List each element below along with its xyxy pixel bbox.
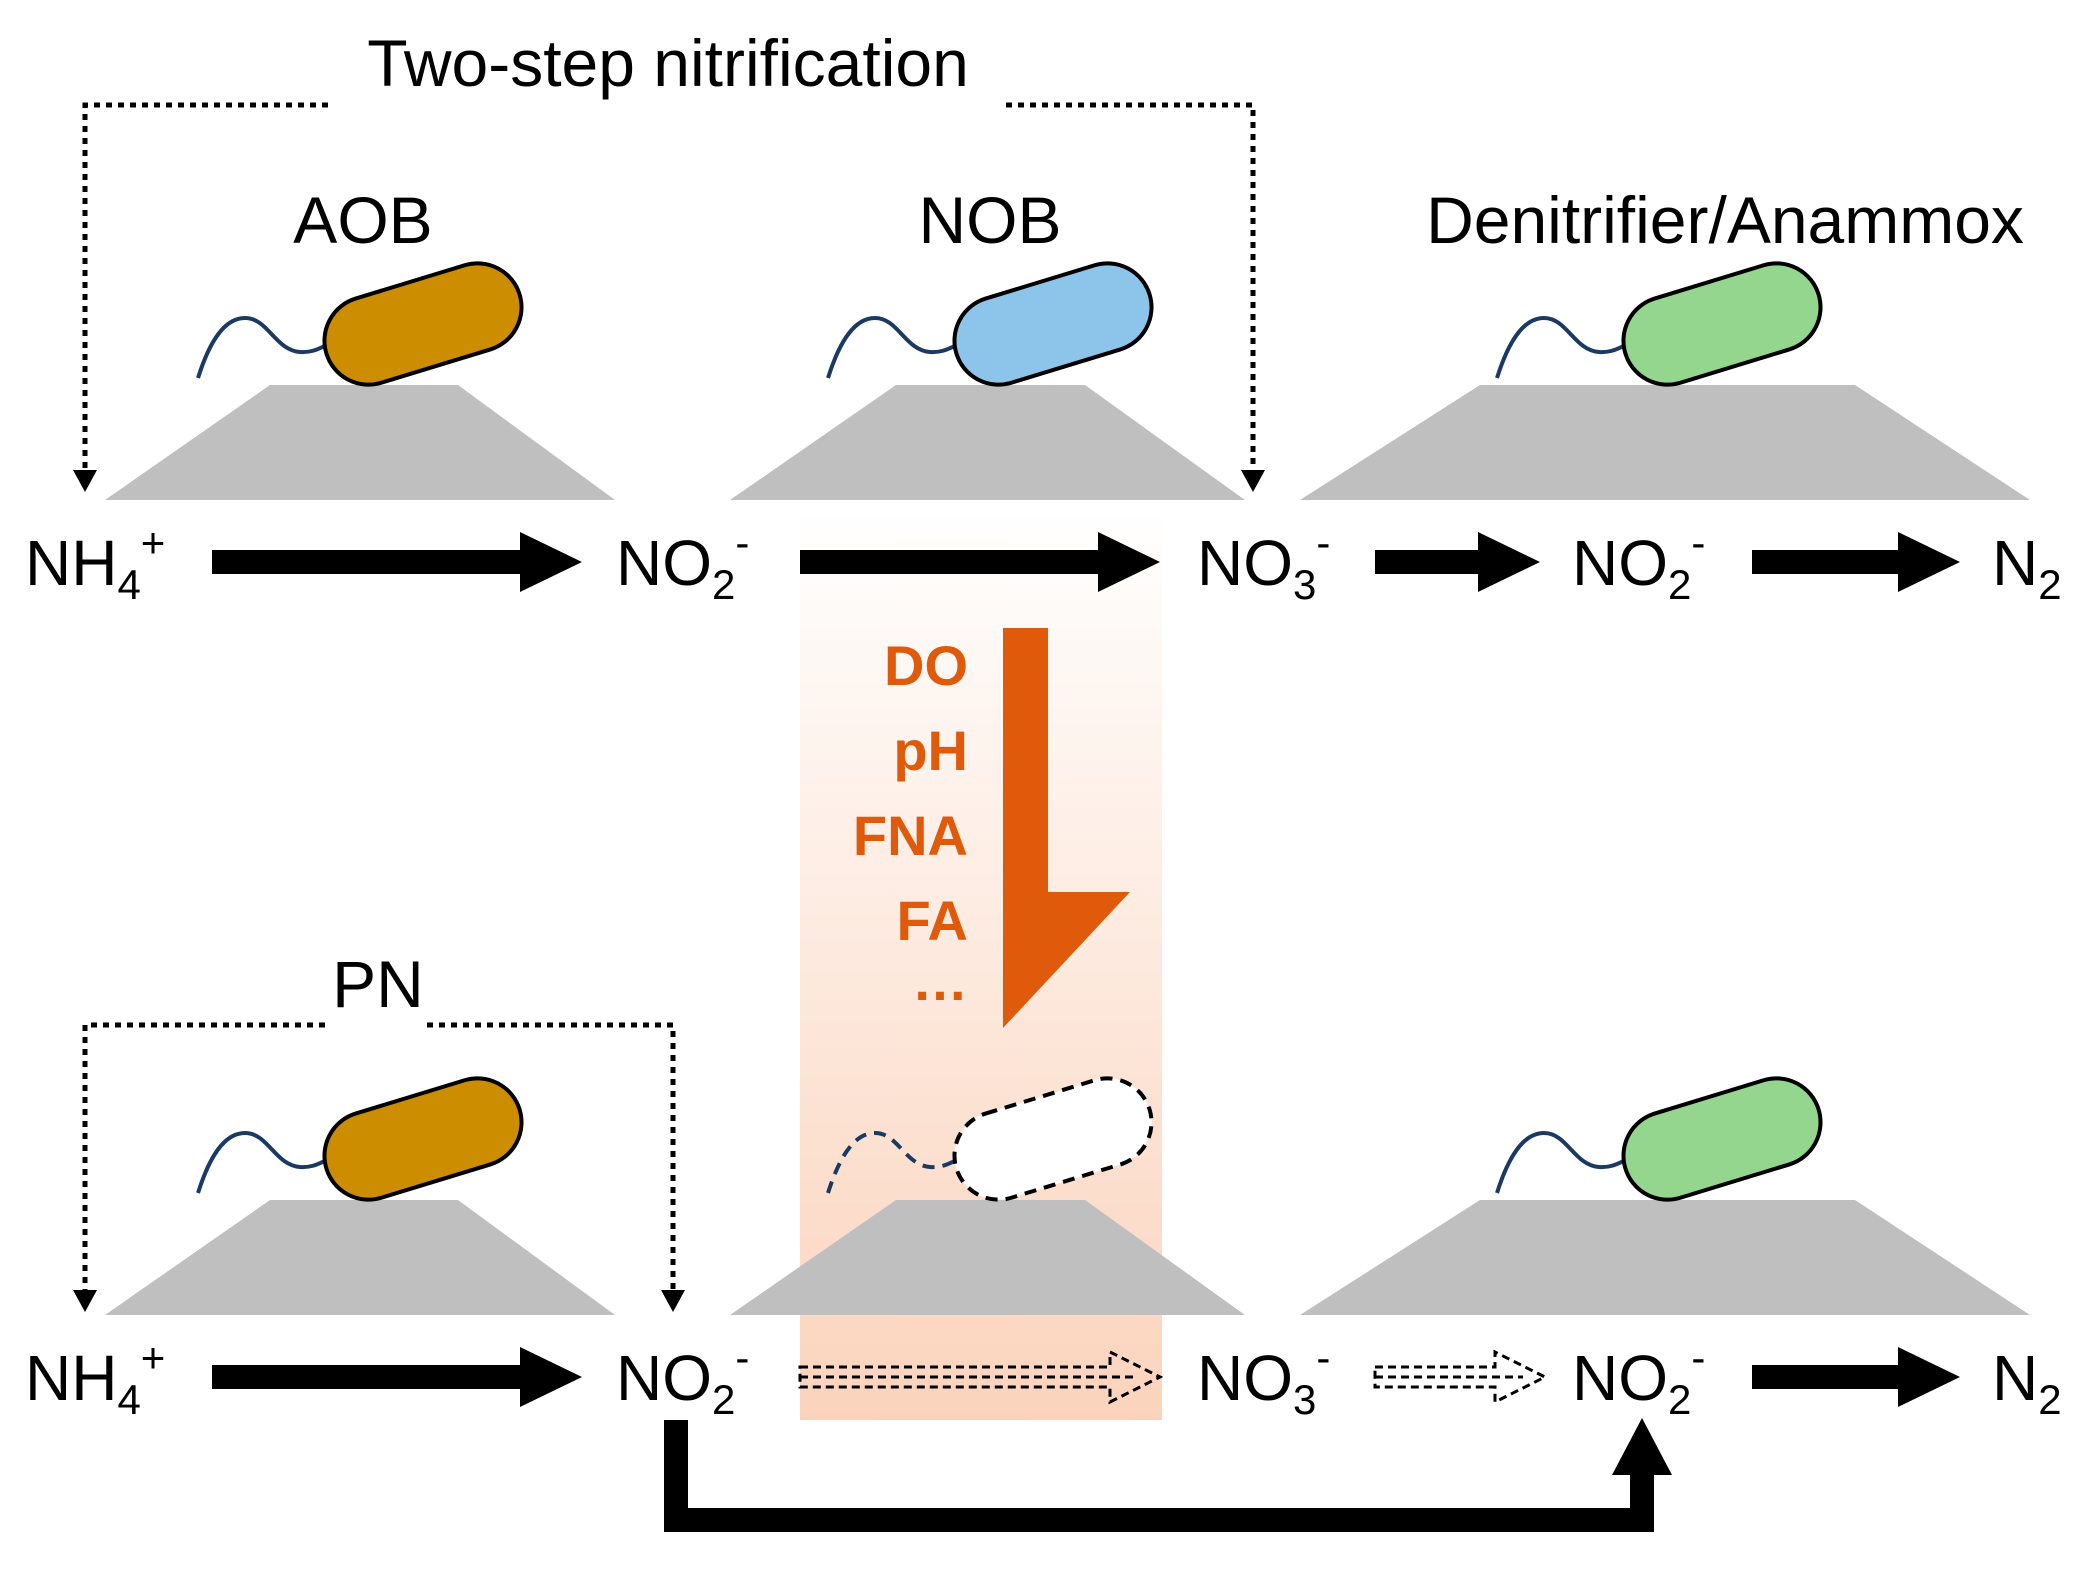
inhibition-arrow [1003, 628, 1130, 1028]
arrow-nitrite-to-nitrate-top [800, 532, 1160, 592]
bracket-arrowhead-right [1241, 470, 1265, 492]
blocked-arrow-nitrate-to-nitrite [1373, 1349, 1549, 1405]
bottom-nitrite-2: NO2- [1572, 1334, 1705, 1423]
support-denitrifier-bottom [1300, 1200, 2030, 1315]
pn-arrowhead-right [661, 1290, 685, 1312]
blocked-arrow-nitrite-to-nitrate [798, 1349, 1164, 1405]
factor-do: DO [884, 634, 968, 697]
arrow-ammonium-to-nitrite-bottom [212, 1347, 582, 1407]
pn-arrowhead-left [73, 1290, 97, 1312]
top-nitrite-2: NO2- [1572, 519, 1705, 608]
aob-bacterium-icon-bottom [196, 1076, 524, 1202]
aob-bacterium-icon [196, 261, 524, 387]
top-dinitrogen: N2 [1992, 527, 2062, 608]
bottom-nitrate: NO3- [1197, 1334, 1330, 1423]
nitrite-bypass-arrow [664, 1420, 1654, 1532]
aob-label: AOB [293, 183, 432, 257]
denitrifier-anammox-label: Denitrifier/Anammox [1426, 183, 2024, 257]
support-aob-bottom [105, 1200, 615, 1315]
support-denitrifier-top [1300, 385, 2030, 500]
denitrifier-bacterium-icon-bottom [1495, 1076, 1823, 1202]
factor-ph: pH [893, 719, 968, 782]
bottom-nitrite: NO2- [616, 1334, 749, 1423]
arrow-nitrite-to-dinitrogen-bottom [1752, 1347, 1960, 1407]
factor-fna: FNA [853, 804, 968, 867]
nob-bacterium-icon [826, 261, 1154, 387]
two-step-nitrification-label: Two-step nitrification [367, 26, 969, 100]
inhibited-nob-bacterium-icon [826, 1076, 1154, 1202]
nob-label: NOB [918, 183, 1061, 257]
top-nitrate: NO3- [1197, 519, 1330, 608]
arrow-ammonium-to-nitrite-top [212, 532, 582, 592]
two-step-nitrification-bracket [82, 102, 1256, 480]
arrow-nitrite-to-dinitrogen-top [1752, 532, 1960, 592]
top-ammonium: NH4+ [25, 519, 165, 608]
pn-label: PN [332, 947, 424, 1021]
arrow-nitrate-to-nitrite-top [1375, 532, 1540, 592]
support-nob-top [730, 385, 1245, 500]
support-nob-bottom [730, 1200, 1245, 1315]
denitrifier-bacterium-icon [1495, 261, 1823, 387]
nitrite-bypass-arrowhead [1612, 1418, 1672, 1475]
top-nitrite: NO2- [616, 519, 749, 608]
bracket-arrowhead-left [73, 470, 97, 492]
support-aob-top [105, 385, 615, 500]
factor-fa: FA [896, 889, 968, 952]
bottom-ammonium: NH4+ [25, 1334, 165, 1423]
factor-more: … [912, 949, 968, 1012]
bottom-dinitrogen: N2 [1992, 1342, 2062, 1423]
